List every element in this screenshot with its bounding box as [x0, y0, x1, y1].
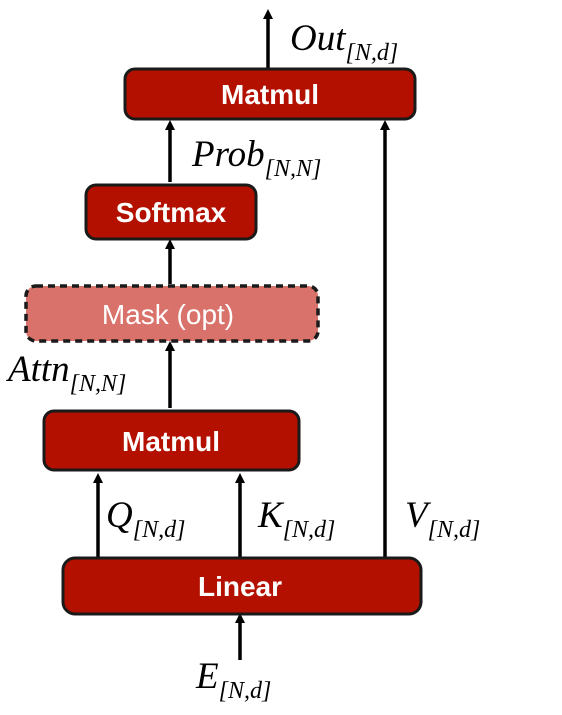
out-label: Out[N,d] [290, 18, 398, 66]
matmul-out-label: Matmul [221, 79, 319, 110]
q-label: Q[N,d] [106, 495, 185, 543]
v-label: V[N,d] [405, 495, 480, 543]
matmul-out-box: Matmul [123, 67, 417, 121]
matmul-attn-label: Matmul [122, 426, 220, 457]
linear-label: Linear [198, 571, 282, 602]
linear-box: Linear [61, 556, 423, 616]
mask-box: Mask (opt) [24, 284, 320, 343]
prob-label: Prob[N,N] [191, 134, 321, 182]
softmax-label: Softmax [116, 197, 227, 228]
matmul-attn-box: Matmul [42, 409, 301, 472]
arrows [93, 9, 390, 660]
mask-label: Mask (opt) [102, 299, 234, 330]
attn-label: Attn[N,N] [5, 349, 126, 397]
softmax-box: Softmax [84, 183, 258, 241]
e-label: E[N,d] [195, 656, 271, 704]
k-label: K[N,d] [257, 495, 335, 543]
